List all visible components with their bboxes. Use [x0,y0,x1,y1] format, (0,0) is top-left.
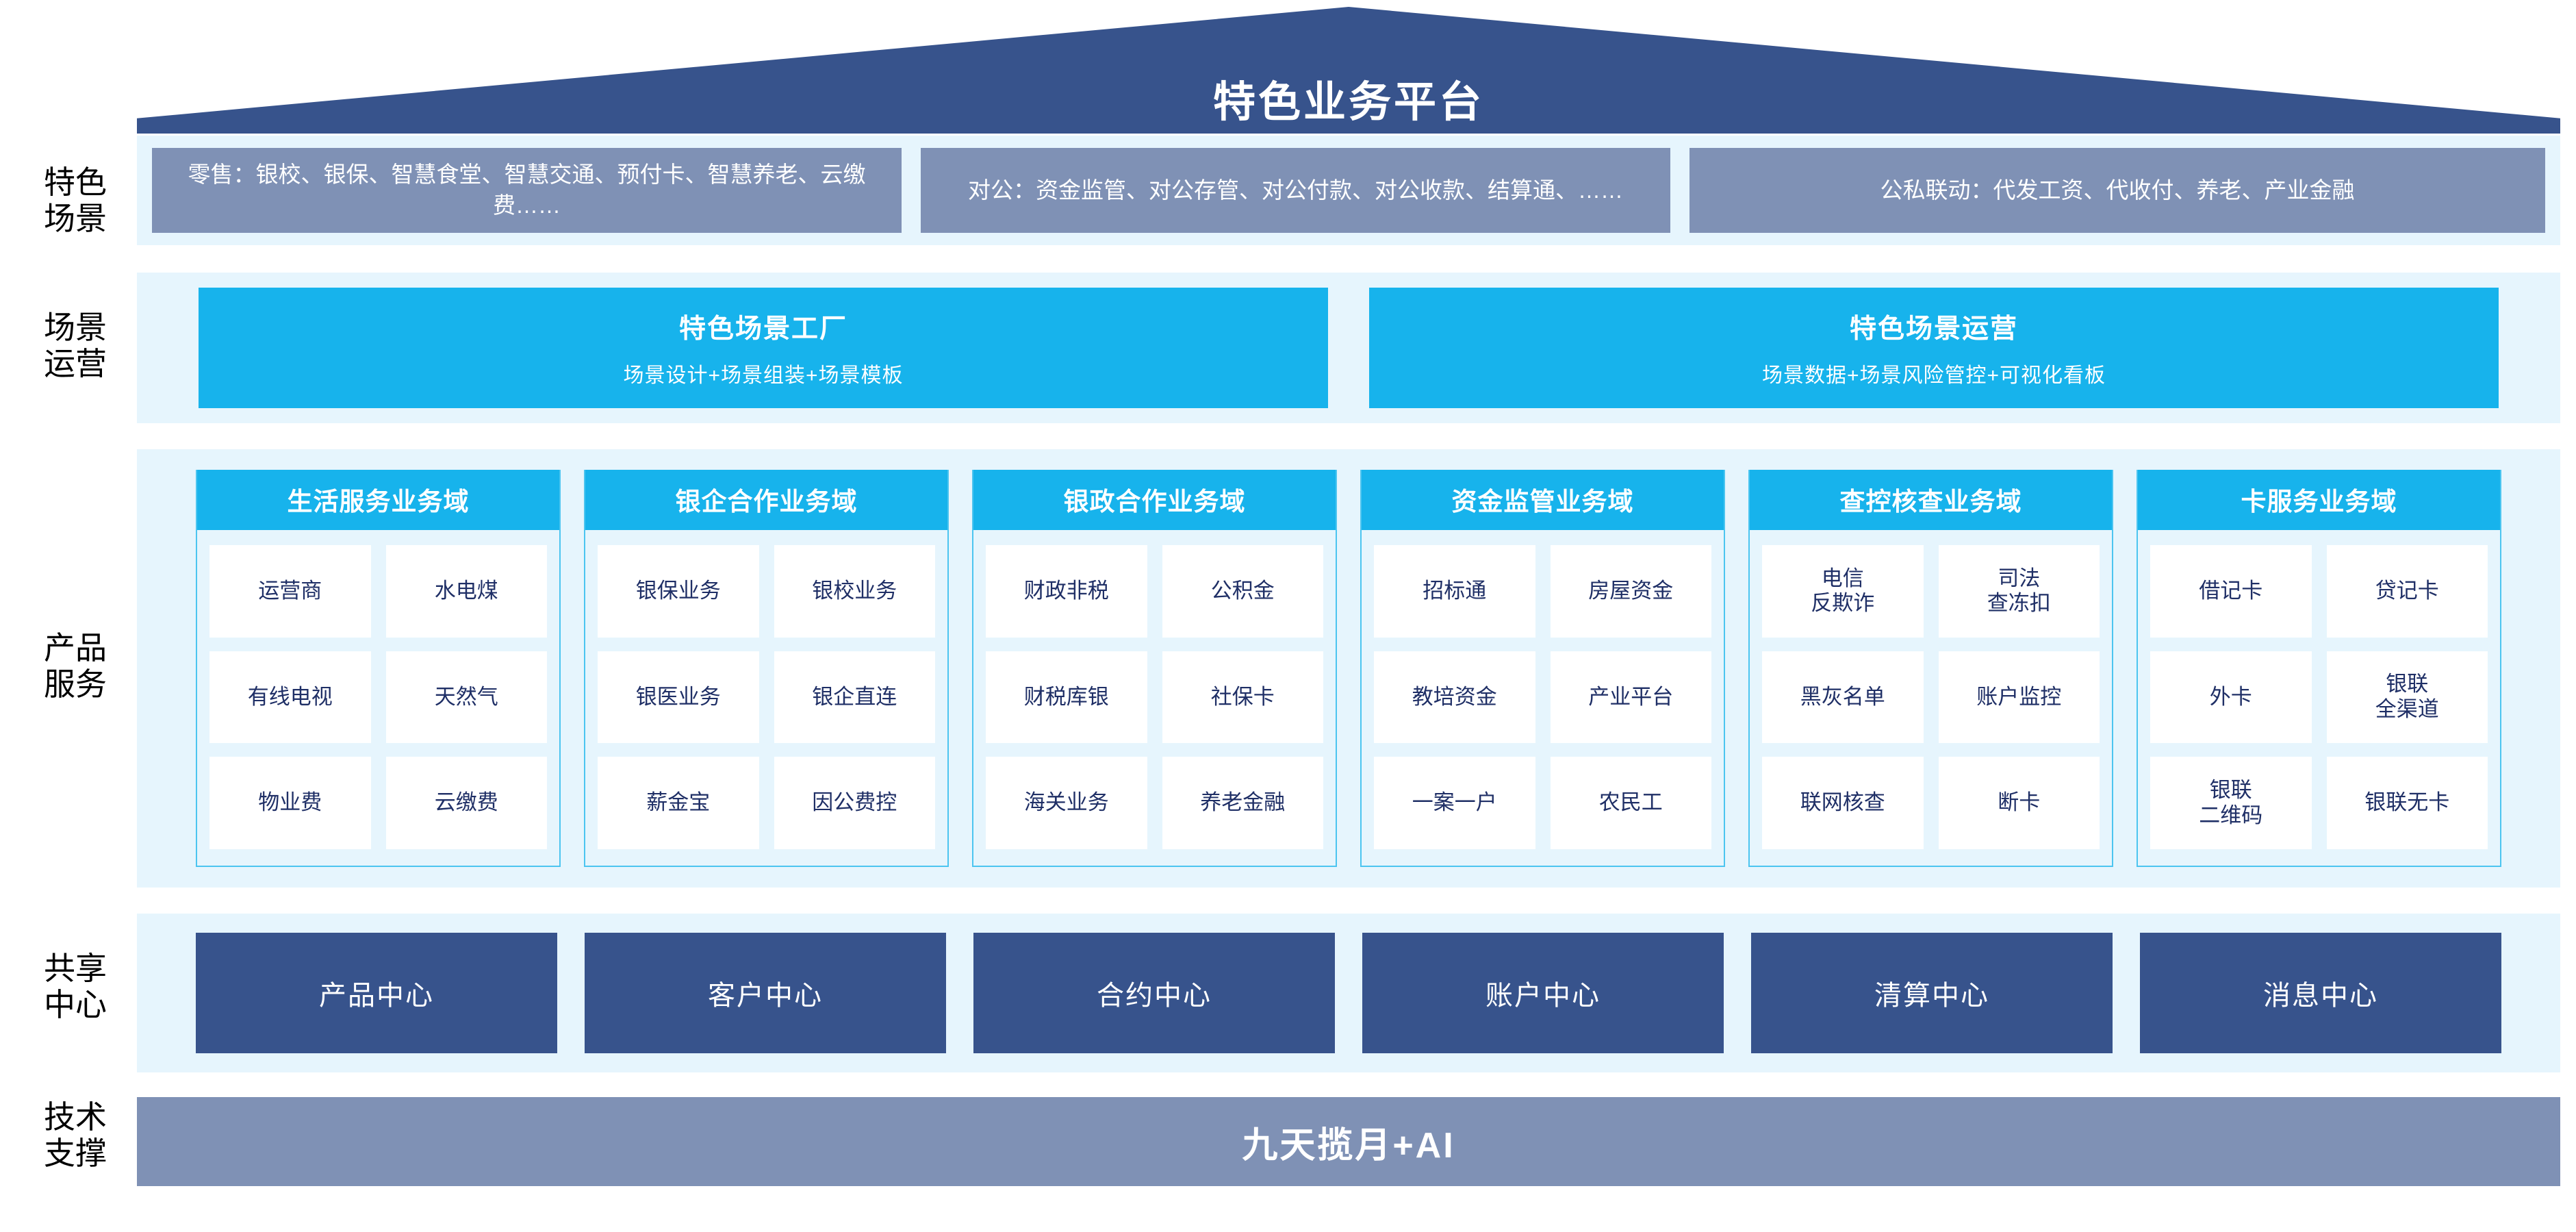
domain-item[interactable]: 银校业务 [774,545,935,638]
domain-item[interactable]: 银联二维码 [2150,757,2312,849]
row-label-ops: 场景运营 [44,310,107,381]
tech-support-band: 九天揽月+AI [137,1097,2560,1186]
scenario-box-corporate[interactable]: 对公：资金监管、对公存管、对公付款、对公收款、结算通、…… [921,148,1670,233]
domain-item[interactable]: 银企直连 [774,651,935,744]
domain-title: 银企合作业务域 [585,470,947,530]
domain-list: 生活服务业务域 运营商 水电煤 有线电视 天然气 物业费 云缴费 银企合作业务域… [137,470,2560,867]
scenario-box-linkage[interactable]: 公私联动：代发工资、代收付、养老、产业金融 [1689,148,2545,233]
domain-item[interactable]: 财政非税 [986,545,1147,638]
domain-item[interactable]: 断卡 [1938,757,2100,849]
domain-item[interactable]: 黑灰名单 [1762,651,1924,744]
domain-item[interactable]: 电信反欺诈 [1762,545,1924,638]
domain-item[interactable]: 银联无卡 [2326,757,2488,849]
domain-item[interactable]: 招标通 [1374,545,1535,638]
domain-title: 银政合作业务域 [973,470,1336,530]
domain-item[interactable]: 教培资金 [1374,651,1535,744]
domain-item[interactable]: 社保卡 [1162,651,1323,744]
shared-center-customer[interactable]: 客户中心 [585,933,946,1053]
domain-item[interactable]: 账户监控 [1938,651,2100,744]
operations-title: 特色场景运营 [1849,314,2018,344]
operations-subtitle: 场景数据+场景风险管控+可视化看板 [1761,364,2106,387]
domain-life-service[interactable]: 生活服务业务域 运营商 水电煤 有线电视 天然气 物业费 云缴费 [196,470,561,867]
row-label-scene: 特色场景 [44,164,107,236]
shared-center-band: 产品中心 客户中心 合约中心 账户中心 清算中心 消息中心 [137,914,2560,1072]
domain-item[interactable]: 银联全渠道 [2326,651,2488,744]
domain-item[interactable]: 公积金 [1162,545,1323,638]
scenario-band: 零售：银校、银保、智慧食堂、智慧交通、预付卡、智慧养老、云缴费…… 对公：资金监… [137,136,2560,245]
shared-center-contract[interactable]: 合约中心 [973,933,1335,1053]
domain-item[interactable]: 产业平台 [1550,651,1711,744]
domain-item[interactable]: 联网核查 [1762,757,1924,849]
domain-item[interactable]: 运营商 [209,545,371,638]
domain-item[interactable]: 养老金融 [1162,757,1323,849]
domain-item[interactable]: 外卡 [2150,651,2312,744]
domain-item[interactable]: 天然气 [385,651,547,744]
domain-title: 生活服务业务域 [197,470,559,530]
domain-items: 银保业务 银校业务 银医业务 银企直连 薪金宝 因公费控 [585,530,947,866]
domain-bank-enterprise[interactable]: 银企合作业务域 银保业务 银校业务 银医业务 银企直连 薪金宝 因公费控 [584,470,949,867]
operations-box-factory[interactable]: 特色场景工厂 场景设计+场景组装+场景模板 [199,288,1328,408]
shared-center-list: 产品中心 客户中心 合约中心 账户中心 清算中心 消息中心 [137,933,2560,1053]
operations-subtitle: 场景设计+场景组装+场景模板 [623,364,904,387]
operations-title: 特色场景工厂 [678,314,847,344]
domain-item[interactable]: 农民工 [1550,757,1711,849]
shared-center-clearing[interactable]: 清算中心 [1751,933,2113,1053]
domain-items: 电信反欺诈 司法查冻扣 黑灰名单 账户监控 联网核查 断卡 [1750,530,2112,866]
domain-title: 资金监管业务域 [1362,470,1724,530]
domain-fund-supervision[interactable]: 资金监管业务域 招标通 房屋资金 教培资金 产业平台 一案一户 农民工 [1360,470,1725,867]
scenario-list: 零售：银校、银保、智慧食堂、智慧交通、预付卡、智慧养老、云缴费…… 对公：资金监… [137,148,2560,233]
row-label-tech: 技术支撑 [44,1099,107,1171]
domain-item[interactable]: 云缴费 [385,757,547,849]
domain-investigation-control[interactable]: 查控核查业务域 电信反欺诈 司法查冻扣 黑灰名单 账户监控 联网核查 断卡 [1748,470,2113,867]
domain-item[interactable]: 财税库银 [986,651,1147,744]
domain-items: 借记卡 贷记卡 外卡 银联全渠道 银联二维码 银联无卡 [2138,530,2500,866]
operations-band: 特色场景工厂 场景设计+场景组装+场景模板 特色场景运营 场景数据+场景风险管控… [137,273,2560,423]
domain-item[interactable]: 薪金宝 [598,757,759,849]
operations-box-operation[interactable]: 特色场景运营 场景数据+场景风险管控+可视化看板 [1369,288,2499,408]
domain-title: 卡服务业务域 [2138,470,2500,530]
shared-center-product[interactable]: 产品中心 [196,933,557,1053]
domain-items: 财政非税 公积金 财税库银 社保卡 海关业务 养老金融 [973,530,1336,866]
domain-items: 运营商 水电煤 有线电视 天然气 物业费 云缴费 [197,530,559,866]
domain-item[interactable]: 贷记卡 [2326,545,2488,638]
operations-list: 特色场景工厂 场景设计+场景组装+场景模板 特色场景运营 场景数据+场景风险管控… [137,288,2560,408]
row-label-shared: 共享中心 [44,951,107,1022]
shared-center-account[interactable]: 账户中心 [1362,933,1724,1053]
tech-support-title: 九天揽月+AI [1242,1125,1455,1166]
scenario-box-retail[interactable]: 零售：银校、银保、智慧食堂、智慧交通、预付卡、智慧养老、云缴费…… [152,148,902,233]
domain-bank-government[interactable]: 银政合作业务域 财政非税 公积金 财税库银 社保卡 海关业务 养老金融 [972,470,1337,867]
domain-title: 查控核查业务域 [1750,470,2112,530]
domain-item[interactable]: 银医业务 [598,651,759,744]
domain-item[interactable]: 水电煤 [385,545,547,638]
domain-items: 招标通 房屋资金 教培资金 产业平台 一案一户 农民工 [1362,530,1724,866]
domain-item[interactable]: 房屋资金 [1550,545,1711,638]
domain-item[interactable]: 一案一户 [1374,757,1535,849]
domain-item[interactable]: 海关业务 [986,757,1147,849]
page-title: 特色业务平台 [1212,79,1484,126]
domain-item[interactable]: 有线电视 [209,651,371,744]
domain-item[interactable]: 借记卡 [2150,545,2312,638]
row-label-product: 产品服务 [44,630,107,702]
domain-item[interactable]: 司法查冻扣 [1938,545,2100,638]
domain-item[interactable]: 物业费 [209,757,371,849]
domain-card-service[interactable]: 卡服务业务域 借记卡 贷记卡 外卡 银联全渠道 银联二维码 银联无卡 [2137,470,2501,867]
domain-item[interactable]: 因公费控 [774,757,935,849]
platform-roof: 特色业务平台 [137,7,2560,134]
product-service-band: 生活服务业务域 运营商 水电煤 有线电视 天然气 物业费 云缴费 银企合作业务域… [137,449,2560,888]
domain-item[interactable]: 银保业务 [598,545,759,638]
shared-center-message[interactable]: 消息中心 [2140,933,2501,1053]
